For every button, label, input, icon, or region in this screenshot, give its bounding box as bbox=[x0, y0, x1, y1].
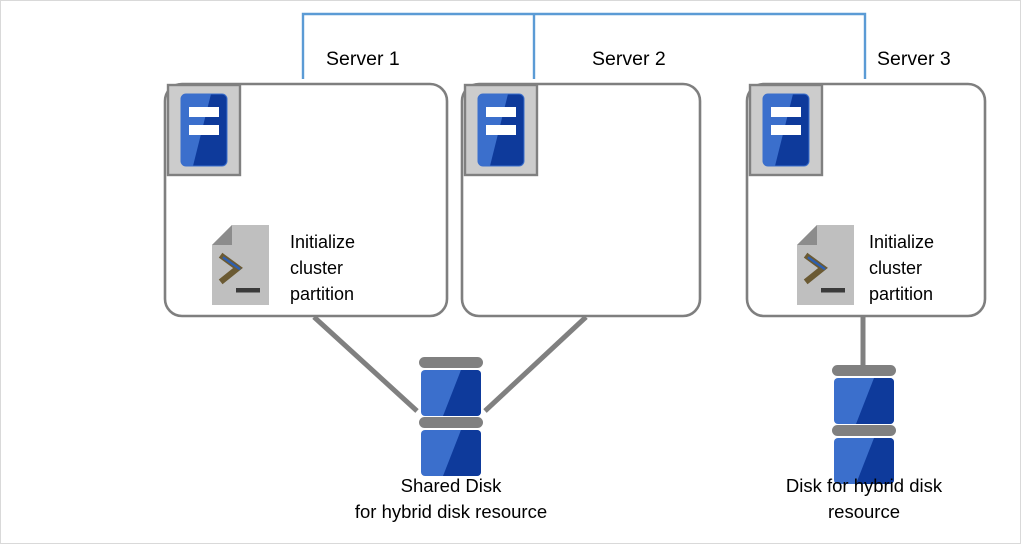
server3-disk-caption: Disk for hybrid disk resource bbox=[753, 473, 975, 525]
server-label-server-2: Server 2 bbox=[592, 48, 666, 70]
server-icon bbox=[463, 83, 539, 177]
server-icon bbox=[166, 83, 242, 177]
server-group-bracket bbox=[301, 12, 867, 79]
server3-disk-caption-line-1: Disk for hybrid disk bbox=[785, 475, 943, 496]
server3-disk-caption-line-2: resource bbox=[828, 501, 900, 522]
connector-server2-shared-disk bbox=[483, 315, 588, 413]
server-icon bbox=[748, 83, 824, 177]
task-label-server-1: Initialize cluster partition bbox=[290, 232, 356, 304]
task-label-server-3: Initialize cluster partition bbox=[869, 232, 935, 304]
shared-disk-caption: Shared Disk for hybrid disk resource bbox=[331, 473, 571, 525]
script-file-icon bbox=[797, 225, 854, 305]
server-label-server-1: Server 1 bbox=[326, 48, 400, 70]
shared-disk-caption-line-2: for hybrid disk resource bbox=[354, 501, 548, 522]
disk-stack-icon[interactable] bbox=[832, 365, 896, 484]
script-file-icon bbox=[212, 225, 269, 305]
connector-server1-shared-disk bbox=[312, 315, 419, 413]
shared-disk-caption-line-1: Shared Disk bbox=[400, 475, 502, 496]
server-label-server-3: Server 3 bbox=[877, 48, 951, 70]
connector-lines bbox=[312, 315, 866, 413]
disk-stack-icon[interactable] bbox=[419, 357, 483, 476]
